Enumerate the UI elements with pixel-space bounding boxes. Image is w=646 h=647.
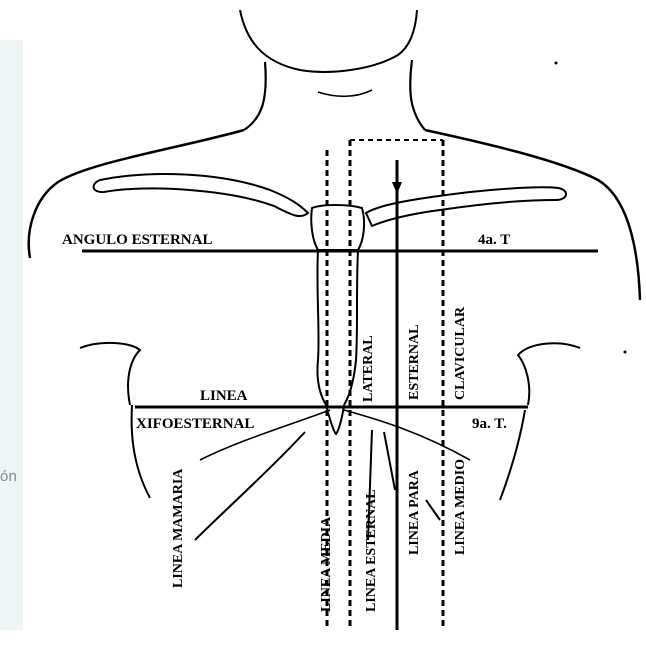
lower-rib-curve-right [344,410,470,460]
xiphoid [326,405,344,434]
chin-outline [240,10,417,72]
neck-right-outline [410,60,425,130]
left-ribcage-outline [80,343,140,405]
linea-mamaria-label: LINEA MAMARIA [171,468,186,588]
paraesternal-arrowhead [392,182,402,194]
clavicular-label: CLAVICULAR [453,306,468,400]
right-shoulder-outline [425,130,640,300]
para-pointer [384,432,395,490]
left-clavicle [94,174,308,216]
speck-right [624,351,627,354]
sternum-left-edge [317,250,326,405]
linea-label: LINEA [200,388,248,404]
linea-esternal-label: LINEA ESTERNAL [364,489,379,612]
neck-crease [318,90,372,96]
right-ribcage-outline [518,343,580,405]
lateral-label: LATERAL [361,335,376,402]
neck-left-outline [244,62,266,130]
angulo-esternal-label: ANGULO ESTERNAL [62,232,212,248]
linea-para-label: LINEA PARA [407,469,422,555]
medio-pointer [426,500,440,520]
xifoesternal-label: XIFOESTERNAL [136,416,254,432]
mamaria-pointer [195,432,305,540]
manubrium [311,205,364,250]
linea-media-label: LINEA MEDIA [319,516,334,612]
speck-top [555,62,558,65]
fourth-thoracic-label: 4a. T [478,232,510,248]
linea-medio-label: LINEA MEDIO [453,459,468,555]
esternal-upper-label: ESTERNAL [407,325,422,400]
ninth-thoracic-label: 9a. T. [472,416,507,432]
